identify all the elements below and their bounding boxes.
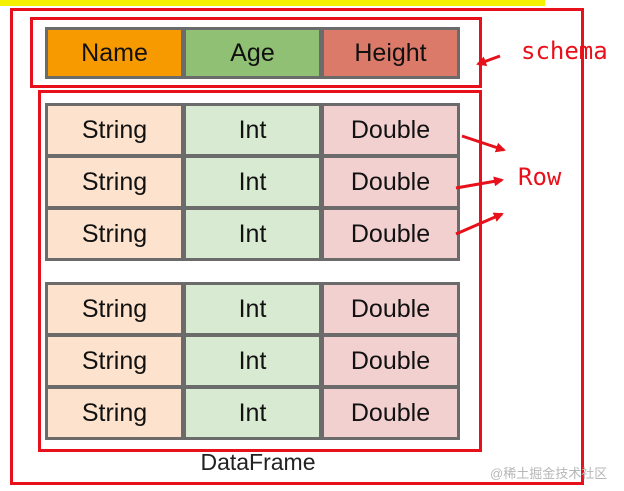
row-6-name-type: String — [45, 386, 184, 440]
header-name: Name — [45, 27, 184, 79]
row-annotation: Row — [518, 163, 562, 191]
row-3-name-type: String — [45, 207, 184, 261]
row-arrow-1 — [461, 134, 506, 153]
row-6-height-type: Double — [321, 386, 460, 440]
rows-outline — [38, 90, 482, 452]
watermark: @稀土掘金技术社区 — [490, 466, 608, 481]
row-5-name-type: String — [45, 334, 184, 388]
row-2-height-type: Double — [321, 155, 460, 209]
row-5-age-type: Int — [183, 334, 322, 388]
schema-outline — [30, 17, 482, 88]
row-arrow-2 — [455, 176, 504, 190]
top-highlight-strip — [0, 0, 545, 6]
row-arrow-3 — [455, 212, 504, 236]
row-6-age-type: Int — [183, 386, 322, 440]
dataframe-outline — [10, 8, 584, 485]
header-age: Age — [183, 27, 322, 79]
schema-arrow — [476, 54, 501, 66]
row-3-height-type: Double — [321, 207, 460, 261]
schema-annotation: schema — [521, 37, 608, 65]
row-3-age-type: Int — [183, 207, 322, 261]
header-height: Height — [321, 27, 460, 79]
dataframe-caption: DataFrame — [200, 449, 316, 475]
